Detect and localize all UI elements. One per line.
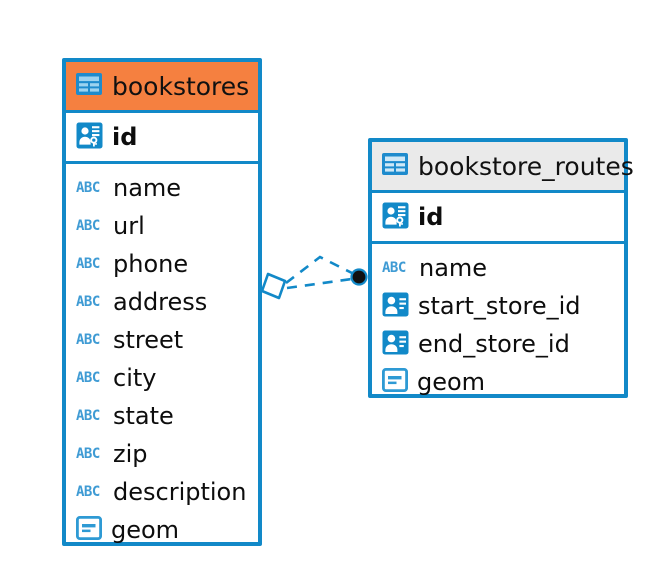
field-row-url[interactable]: ABC url — [66, 207, 258, 245]
field-label-address: address — [113, 288, 208, 316]
table-icon — [76, 73, 102, 99]
table-icon — [382, 153, 408, 179]
field-label-zip: zip — [113, 440, 148, 468]
field-label-street: street — [113, 326, 184, 354]
abc-icon: ABC — [76, 256, 100, 272]
diamond-icon — [260, 272, 287, 300]
filled-circle-icon — [350, 268, 368, 286]
field-row-state[interactable]: ABC state — [66, 397, 258, 435]
relationship-line-lower — [286, 277, 353, 290]
field-row-start-store-id[interactable]: start_store_id — [372, 287, 624, 325]
abc-icon: ABC — [76, 370, 100, 386]
field-row-geom[interactable]: geom — [66, 511, 258, 549]
field-row-name[interactable]: ABC name — [372, 249, 624, 287]
field-label-name: name — [113, 174, 182, 202]
field-label-id: id — [418, 203, 444, 231]
field-label-description: description — [113, 478, 247, 506]
field-label-city: city — [113, 364, 157, 392]
field-row-description[interactable]: ABC description — [66, 473, 258, 511]
field-label-phone: phone — [113, 250, 189, 278]
foreign-key-icon — [382, 292, 409, 321]
abc-icon: ABC — [76, 218, 100, 234]
field-label-start-store-id: start_store_id — [418, 292, 581, 320]
field-label-geom: geom — [417, 368, 486, 396]
fields-section-bookstores: ABC name ABC url ABC phone ABC — [66, 164, 258, 555]
entity-title-bookstores: bookstores — [112, 71, 250, 101]
field-label-id: id — [112, 123, 138, 151]
primary-key-icon — [382, 202, 409, 233]
field-row-end-store-id[interactable]: end_store_id — [372, 325, 624, 363]
field-row-street[interactable]: ABC street — [66, 321, 258, 359]
field-row-id[interactable]: id — [66, 113, 258, 161]
abc-icon: ABC — [382, 260, 406, 276]
abc-icon: ABC — [76, 484, 100, 500]
field-label-name: name — [419, 254, 488, 282]
relationship-line-upper — [285, 255, 355, 285]
abc-icon: ABC — [76, 446, 100, 462]
geometry-icon — [75, 515, 103, 544]
field-row-id[interactable]: id — [372, 193, 624, 241]
field-row-geom[interactable]: geom — [372, 363, 624, 401]
field-label-url: url — [113, 212, 145, 240]
fields-section-bookstore-routes: ABC name start_store_id — [372, 244, 624, 407]
field-row-city[interactable]: ABC city — [66, 359, 258, 397]
field-label-end-store-id: end_store_id — [418, 330, 570, 358]
primary-key-section-bookstores: id — [66, 110, 258, 164]
abc-icon: ABC — [76, 180, 100, 196]
field-label-state: state — [113, 402, 174, 430]
field-row-address[interactable]: ABC address — [66, 283, 258, 321]
entity-header-bookstore-routes[interactable]: bookstore_routes — [372, 142, 634, 190]
entity-table-bookstore-routes[interactable]: bookstore_routes — [368, 138, 634, 398]
abc-icon: ABC — [76, 332, 100, 348]
entity-table-bookstores[interactable]: bookstores id — [62, 58, 262, 546]
primary-key-section-bookstore-routes: id — [372, 190, 624, 244]
abc-icon: ABC — [76, 408, 100, 424]
abc-icon: ABC — [76, 294, 100, 310]
entity-header-bookstores[interactable]: bookstores — [66, 62, 258, 110]
geometry-icon — [381, 367, 409, 396]
primary-key-icon — [76, 122, 103, 153]
foreign-key-icon — [382, 330, 409, 359]
field-row-name[interactable]: ABC name — [66, 169, 258, 207]
field-row-zip[interactable]: ABC zip — [66, 435, 258, 473]
entity-title-bookstore-routes: bookstore_routes — [418, 151, 634, 181]
field-label-geom: geom — [111, 516, 180, 544]
field-row-phone[interactable]: ABC phone — [66, 245, 258, 283]
